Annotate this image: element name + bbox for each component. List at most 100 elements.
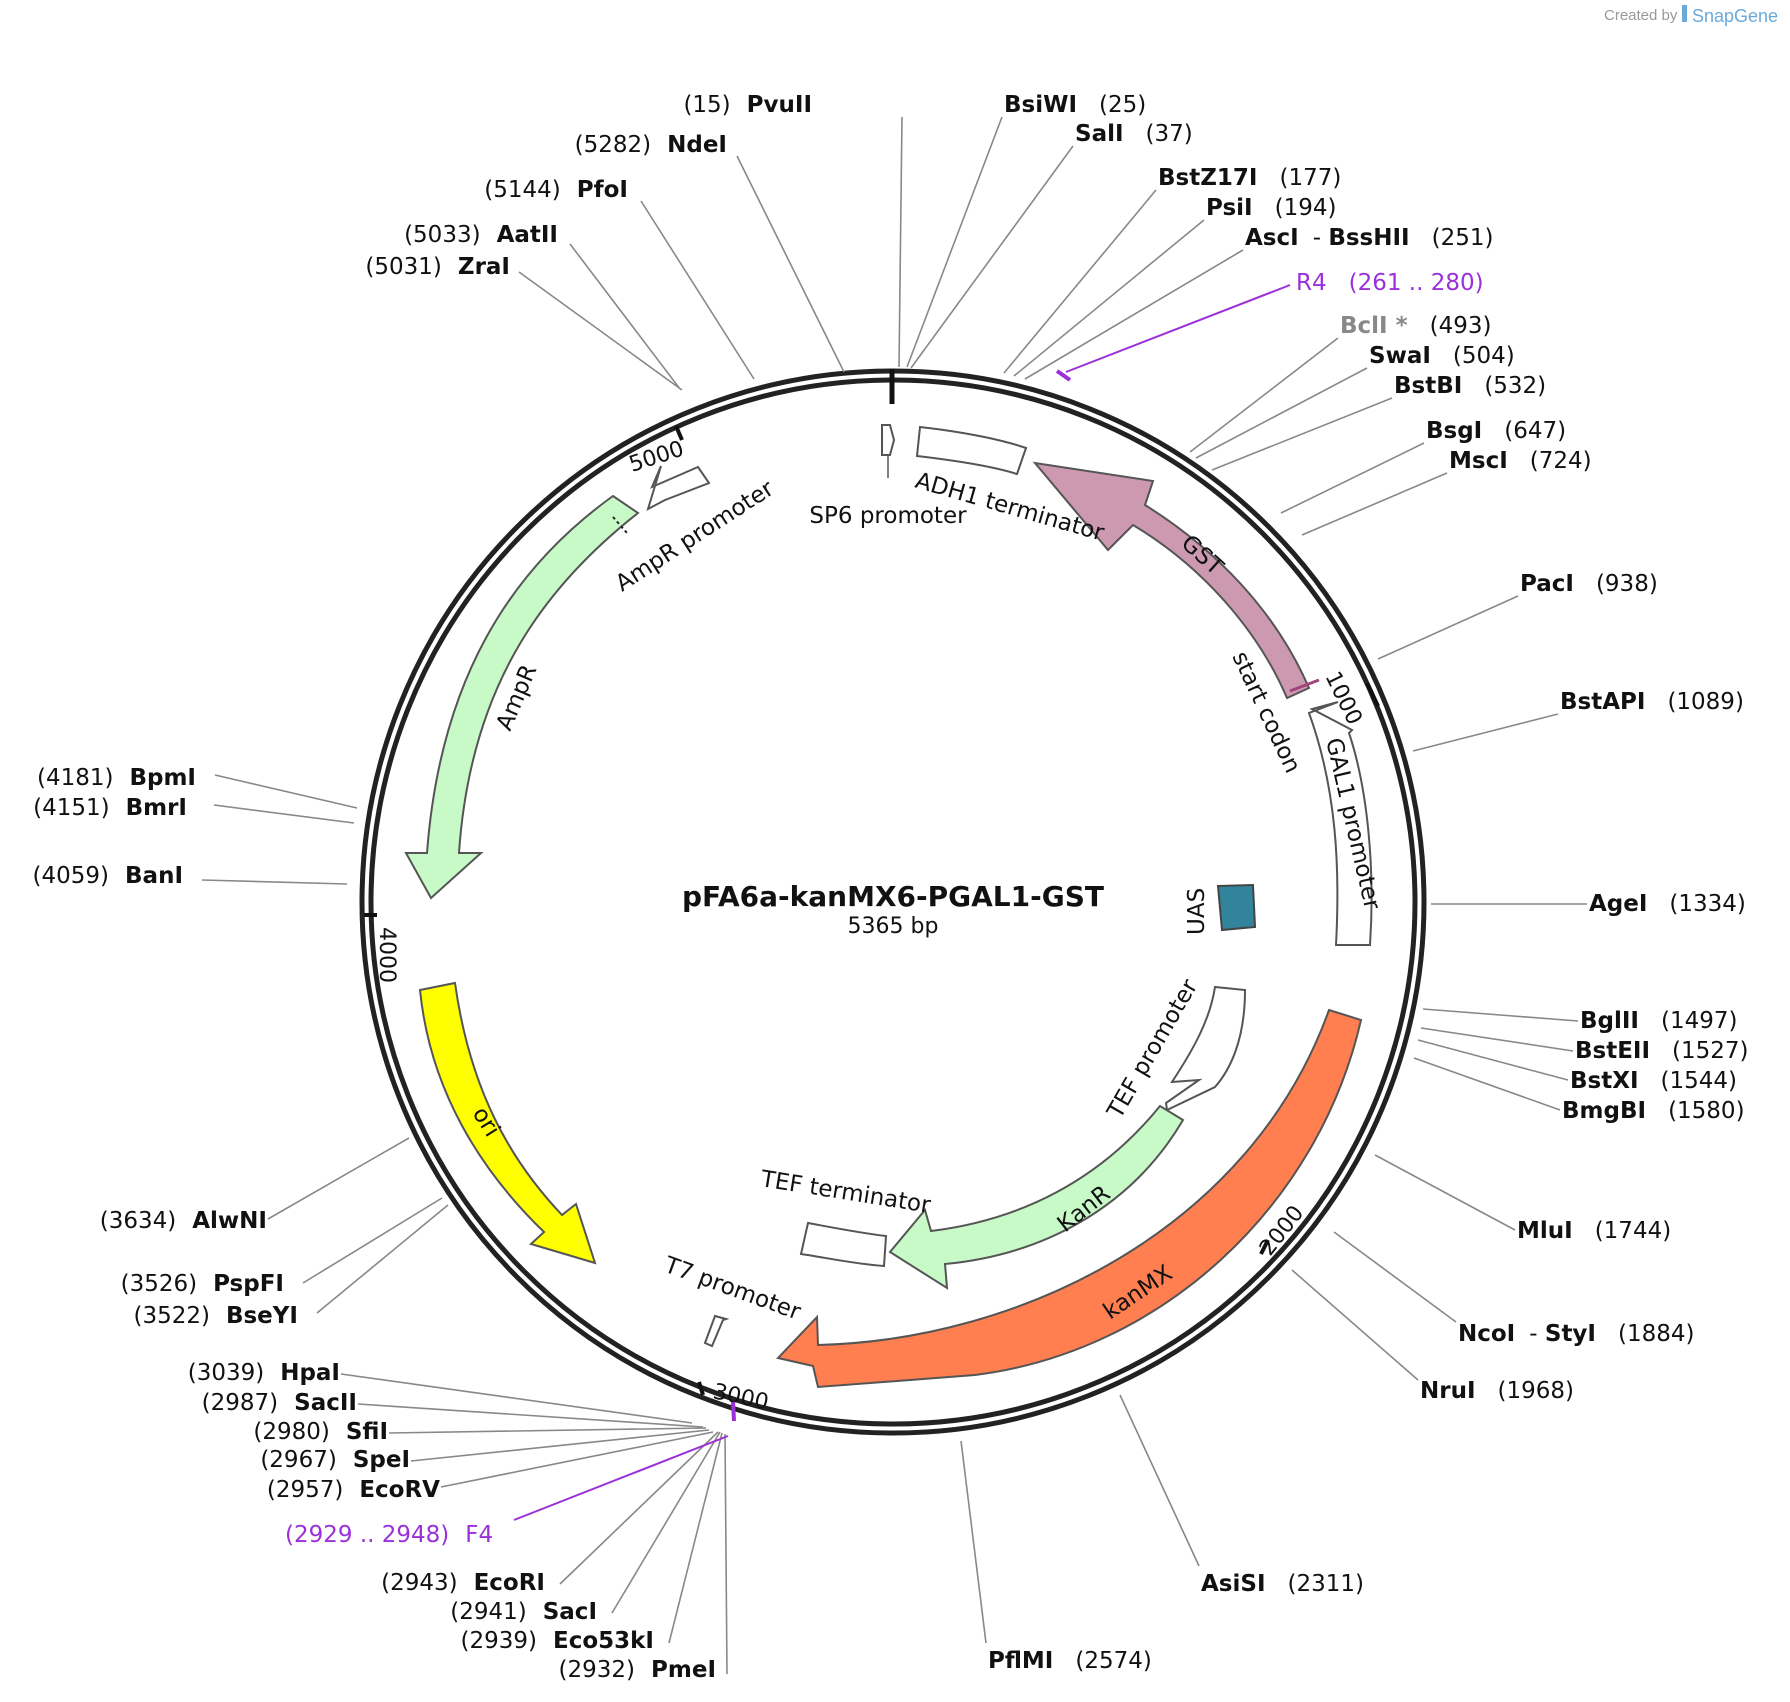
enzyme-name: BsiWI — [1004, 92, 1077, 118]
leader-sali — [910, 145, 1074, 369]
enzyme-bmri[interactable]: (4151)BmrI — [33, 795, 187, 821]
enzyme-sacii[interactable]: (2987)SacII — [202, 1390, 357, 1416]
enzyme-bcli[interactable]: BclI *(493) — [1340, 313, 1492, 339]
primer-name: R4 — [1296, 270, 1327, 296]
leader-bglii — [1422, 1008, 1579, 1022]
enzyme-paci[interactable]: PacI(938) — [1520, 571, 1658, 597]
enzyme-position: (5031) — [365, 254, 441, 280]
primer-f4[interactable]: (2929 .. 2948)F4 — [285, 1522, 493, 1548]
feature-graphics — [404, 424, 1373, 1389]
enzyme-name: AgeI — [1589, 891, 1647, 917]
enzyme-bsiwi[interactable]: BsiWI(25) — [1004, 92, 1146, 118]
enzyme-pflmi[interactable]: PflMI(2574) — [988, 1648, 1152, 1674]
leader-pfoi — [640, 200, 755, 380]
label-ampr-promoter: AmpR promoter — [611, 475, 779, 597]
feature-tef-terminator[interactable] — [799, 1221, 888, 1268]
leader-bpmi — [214, 774, 358, 809]
enzyme-ndei[interactable]: (5282)NdeI — [575, 132, 727, 158]
enzyme-zrai[interactable]: (5031)ZraI — [365, 254, 510, 280]
enzyme-bani[interactable]: (4059)BanI — [33, 863, 183, 889]
feature-adh1-terminator[interactable] — [915, 425, 1028, 476]
enzyme-msci[interactable]: MscI(724) — [1449, 448, 1592, 474]
enzyme-aatii[interactable]: (5033)AatII — [404, 222, 558, 248]
feature-tef-promoter[interactable] — [1164, 985, 1247, 1112]
enzyme-bseyi[interactable]: (3522)BseYI — [133, 1303, 298, 1329]
enzyme-position: (724) — [1530, 448, 1592, 474]
feature-kanr[interactable] — [888, 1104, 1185, 1290]
leader-ecorv — [440, 1431, 714, 1488]
enzyme-name: MluI — [1517, 1218, 1573, 1244]
enzyme-position: (1884) — [1618, 1321, 1694, 1347]
enzyme-bstxi[interactable]: BstXI(1544) — [1570, 1068, 1737, 1094]
leader-spei — [410, 1429, 710, 1462]
feature-sp6-promoter[interactable] — [881, 424, 896, 456]
enzyme-sali[interactable]: SalI(37) — [1075, 121, 1193, 147]
feature-gal1-promoter[interactable] — [1307, 701, 1373, 946]
enzyme-bstbi[interactable]: BstBI (532) — [1394, 373, 1546, 399]
enzyme-asisi[interactable]: AsiSI(2311) — [1201, 1571, 1364, 1597]
enzyme-alwni[interactable]: (3634)AlwNI — [100, 1208, 267, 1234]
enzyme-pspfi[interactable]: (3526)PspFI — [121, 1271, 284, 1297]
enzyme-bsteii[interactable]: BstEII(1527) — [1575, 1038, 1749, 1064]
feature-gst[interactable] — [1032, 461, 1311, 700]
enzyme-bstapi[interactable]: BstAPI(1089) — [1560, 689, 1744, 715]
enzyme-name: PvuII — [747, 92, 812, 118]
enzyme-saci[interactable]: (2941)SacI — [450, 1599, 597, 1625]
enzyme-name: BstZ17I — [1158, 165, 1257, 191]
leader-aatii — [569, 243, 681, 390]
enzyme-ncoi[interactable]: NcoI- StyI(1884) — [1458, 1321, 1694, 1347]
enzyme-position: (1744) — [1595, 1218, 1671, 1244]
primer-site-r4[interactable] — [1055, 369, 1072, 382]
tick-label-3000: 3000 — [711, 1379, 771, 1415]
enzyme-swai[interactable]: SwaI(504) — [1369, 343, 1515, 369]
leader-psii — [1013, 219, 1205, 377]
enzyme-bsgi[interactable]: BsgI(647) — [1426, 418, 1566, 444]
enzyme-bmgbi[interactable]: BmgBI(1580) — [1562, 1098, 1745, 1124]
enzyme-pmei[interactable]: (2932)PmeI — [559, 1657, 716, 1683]
leader-bmgbi — [1413, 1057, 1561, 1111]
enzyme-position: (1497) — [1661, 1008, 1737, 1034]
primer-r4[interactable]: R4(261 .. 280) — [1296, 270, 1484, 296]
primers: R4(261 .. 280) (2929 .. 2948)F4 — [285, 270, 1484, 1548]
enzyme-name: BstBI — [1394, 373, 1462, 399]
enzyme-position: (1968) — [1498, 1378, 1574, 1404]
enzyme-position: (4181) — [37, 765, 113, 791]
feature-kanmx[interactable] — [776, 1008, 1363, 1389]
leader-bmri — [213, 804, 355, 824]
enzyme-agei[interactable]: AgeI(1334) — [1589, 891, 1746, 917]
feature-ampr[interactable] — [404, 494, 640, 900]
tick-mark-2000 — [1259, 1239, 1270, 1255]
enzyme-ecori[interactable]: (2943)EcoRI — [381, 1570, 545, 1596]
enzyme-position: (532) — [1484, 373, 1546, 399]
enzyme-pfoi[interactable]: (5144)PfoI — [484, 177, 628, 203]
enzyme-psii[interactable]: PsiI(194) — [1206, 195, 1336, 221]
leader-bani — [201, 879, 348, 885]
enzyme-asci[interactable]: AscI- BssHII(251) — [1245, 225, 1493, 251]
enzyme-spei[interactable]: (2967)SpeI — [260, 1447, 410, 1473]
tick-label-4000: 4000 — [374, 927, 399, 983]
enzyme-pvuii[interactable]: (15)PvuII — [683, 92, 812, 118]
feature-start-codon[interactable] — [1289, 678, 1320, 693]
primer-range: (2929 .. 2948) — [285, 1522, 449, 1548]
enzyme-bglii[interactable]: BglII(1497) — [1580, 1008, 1737, 1034]
label-sp6-promoter: SP6 promoter — [809, 503, 967, 529]
tick-mark-1000 — [1365, 682, 1380, 707]
enzyme-bpmi[interactable]: (4181)BpmI — [37, 765, 196, 791]
enzyme-bstz17i[interactable]: BstZ17I (177) — [1158, 165, 1341, 191]
enzyme-eco53ki[interactable]: (2939)Eco53kI — [461, 1628, 655, 1654]
enzyme-position: (177) — [1279, 165, 1341, 191]
leader-pmei — [724, 1433, 728, 1675]
primer-site-f4[interactable] — [731, 1401, 736, 1422]
enzyme-nrui[interactable]: NruI(1968) — [1420, 1378, 1574, 1404]
enzyme-hpai[interactable]: (3039)HpaI — [188, 1360, 340, 1386]
feature-uas[interactable] — [1216, 883, 1257, 932]
feature-t7-promoter[interactable] — [703, 1314, 730, 1348]
leader-mlui — [1374, 1154, 1516, 1231]
enzyme-mlui[interactable]: MluI (1744) — [1517, 1218, 1671, 1244]
enzyme-name: NdeI — [667, 132, 727, 158]
feature-ori[interactable] — [418, 981, 597, 1265]
enzyme-ecorv[interactable]: (2957)EcoRV — [267, 1477, 440, 1503]
feature-ampr-promoter[interactable] — [646, 465, 711, 512]
enzyme-sfii[interactable]: (2980)SfiI — [253, 1419, 388, 1445]
leader-bsiwi — [906, 116, 1003, 368]
